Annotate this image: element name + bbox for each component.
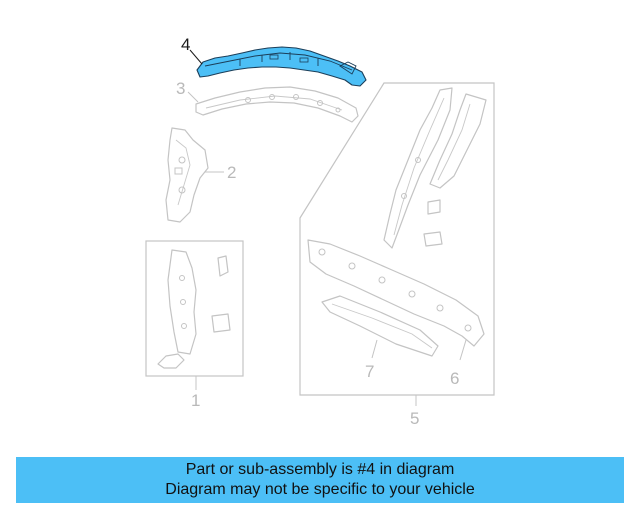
- callout-3-leader: [187, 91, 199, 103]
- callout-1[interactable]: 1: [191, 391, 200, 410]
- assembly-1-box: [145, 240, 244, 377]
- callout-5[interactable]: 5: [410, 409, 419, 428]
- callout-4[interactable]: 4: [181, 35, 190, 54]
- callout-3[interactable]: 3: [176, 79, 185, 98]
- part-2-outline: [165, 127, 209, 223]
- parts-diagram: 4 3 2: [145, 35, 495, 428]
- banner-line-part-info: Part or sub-assembly is #4 in diagram: [185, 461, 455, 478]
- callout-4-leader: [189, 49, 203, 65]
- callout-7-leader: [371, 339, 378, 359]
- assembly-5-box: [299, 82, 495, 396]
- callout-6[interactable]: 6: [450, 369, 459, 388]
- callout-2[interactable]: 2: [227, 163, 236, 182]
- callout-6-leader: [459, 339, 467, 361]
- info-banner: Part or sub-assembly is #4 in diagram Di…: [16, 457, 624, 503]
- callout-7[interactable]: 7: [365, 362, 374, 381]
- part-4-highlighted[interactable]: [196, 46, 367, 87]
- banner-line-disclaimer: Diagram may not be specific to your vehi…: [165, 481, 475, 498]
- part-3-outline: [195, 86, 359, 123]
